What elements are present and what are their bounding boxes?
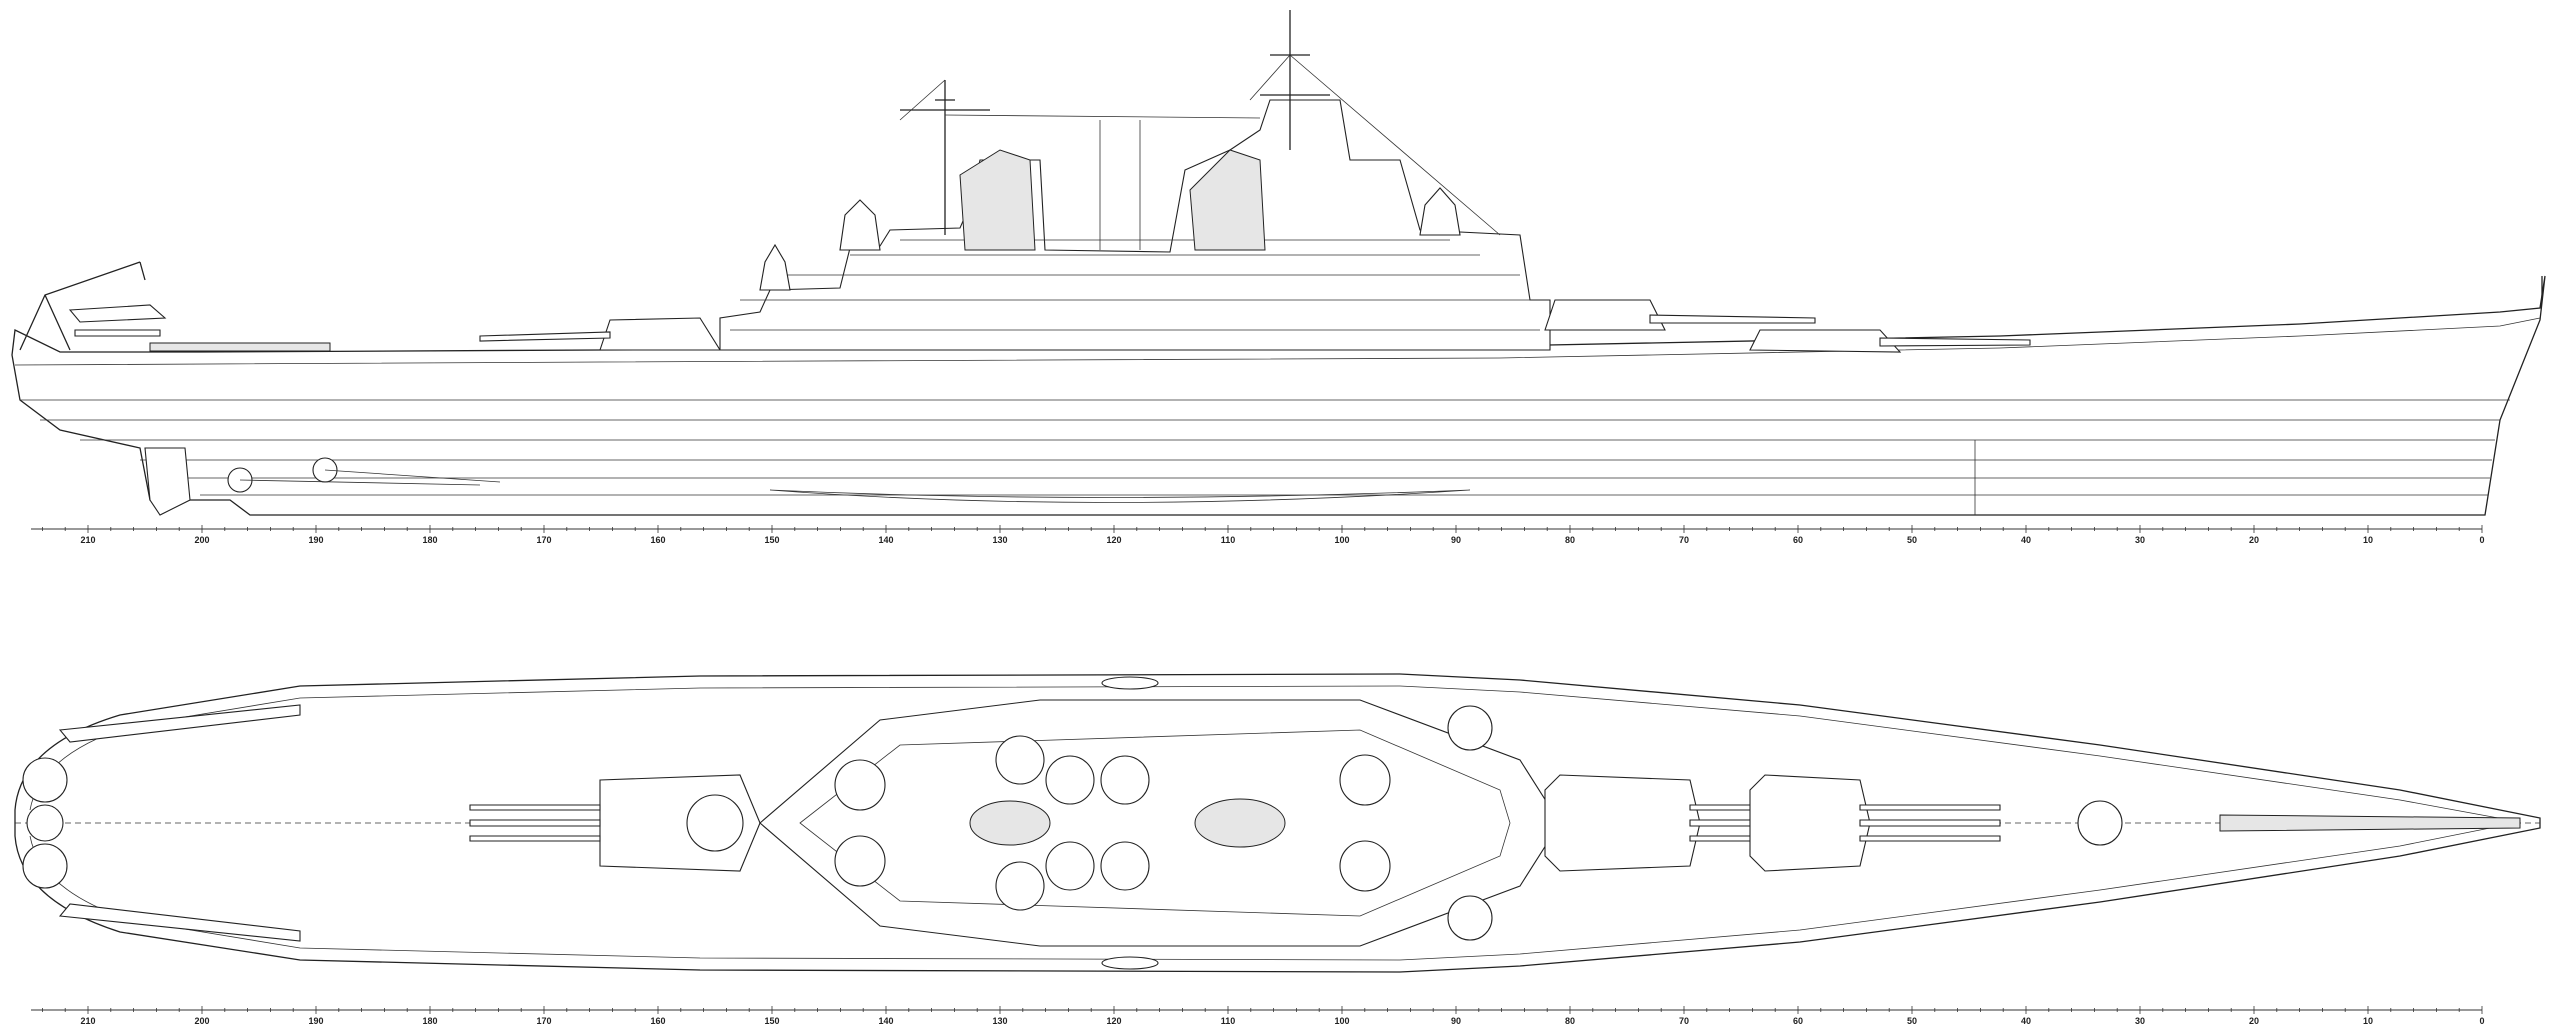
secondary-director (759, 243, 791, 291)
plan-anchor-chain (2219, 814, 2521, 832)
aft-director (839, 199, 881, 251)
turret-one-guns (1879, 337, 2031, 347)
scale-tick-label: 100 (1334, 535, 1349, 545)
scale-tick-label: 190 (308, 1016, 323, 1025)
scale-tick-label: 210 (80, 535, 95, 545)
catapult (149, 342, 331, 352)
scale-tick-label: 120 (1106, 535, 1121, 545)
aft-turret-guns (479, 331, 611, 342)
scale-tick-label: 50 (1907, 535, 1917, 545)
scale-tick-label: 40 (2021, 1016, 2031, 1025)
scale-tick-label: 80 (1565, 535, 1575, 545)
scale-tick-label: 90 (1451, 1016, 1461, 1025)
superstructure-decks (730, 239, 1540, 331)
plan-capstan (2077, 800, 2123, 846)
scale-tick-label: 180 (422, 1016, 437, 1025)
aft-turret (599, 317, 721, 351)
scale-tick-label: 150 (764, 1016, 779, 1025)
plan-crane (58, 704, 301, 942)
scale-tick-label: 110 (1221, 1016, 1236, 1025)
hull-outline (11, 275, 2546, 516)
plan-upper-deck (799, 729, 1511, 917)
scale-tick-label: 110 (1221, 535, 1236, 545)
plan-aft-barbette (686, 794, 744, 852)
armor-belt (769, 489, 1471, 503)
scale-tick-label: 90 (1451, 535, 1461, 545)
rigging (899, 54, 1501, 250)
secondary-mounts (834, 705, 1493, 941)
plan-turret-one (1749, 774, 1871, 872)
floatplane (68, 304, 167, 337)
turret-one (1749, 329, 1902, 353)
aft-funnel (959, 149, 1036, 251)
scale-tick-label: 20 (2249, 1016, 2259, 1025)
plan-aft-funnel (969, 800, 1051, 846)
scale-tick-label: 20 (2249, 535, 2259, 545)
scale-tick-label: 180 (422, 535, 437, 545)
scale-tick-label: 160 (650, 1016, 665, 1025)
plan-hull-outline (14, 673, 2541, 973)
scale-tick-label: 0 (2479, 1016, 2484, 1025)
plan-forward-funnel (1194, 798, 1286, 848)
turret-two (1544, 299, 1666, 331)
scale-tick-label: 200 (194, 535, 209, 545)
plan-floatplane (22, 757, 68, 803)
scale-tick-label: 210 (80, 1016, 95, 1025)
scale-tick-label: 40 (2021, 535, 2031, 545)
scale-tick-label: 60 (1793, 1016, 1803, 1025)
scale-tick-label: 140 (878, 535, 893, 545)
boat (1101, 956, 1159, 970)
scale-tick-label: 0 (2479, 535, 2484, 545)
forward-funnel (1189, 149, 1266, 251)
scale-tick-label: 80 (1565, 1016, 1575, 1025)
boat (1101, 676, 1159, 690)
scale-tick-label: 120 (1106, 1016, 1121, 1025)
plan-turret-two (1544, 774, 1701, 872)
scale-tick-label: 50 (1907, 1016, 1917, 1025)
scale-tick-label: 190 (308, 535, 323, 545)
scale-tick-label: 140 (878, 1016, 893, 1025)
hull-strakes (40, 419, 2500, 496)
scale-tick-label: 10 (2363, 1016, 2373, 1025)
plan-floatplane (26, 804, 64, 842)
main-mast (900, 80, 990, 235)
scale-tick-label: 130 (992, 1016, 1007, 1025)
turret-two-guns (1649, 314, 1816, 324)
scale-tick-label: 30 (2135, 535, 2145, 545)
forward-director (1419, 187, 1461, 236)
scale-tick-label: 150 (764, 535, 779, 545)
scale-tick-label: 30 (2135, 1016, 2145, 1025)
aircraft-crane (19, 261, 146, 351)
plan-turret-one-guns (1859, 804, 2001, 842)
plan-view (14, 673, 2541, 973)
scale-tick-label: 170 (536, 535, 551, 545)
plan-aft-guns (469, 804, 601, 842)
side-profile-view (11, 10, 2546, 516)
scale-tick-label: 60 (1793, 535, 1803, 545)
scale-tick-label: 170 (536, 1016, 551, 1025)
scale-tick-label: 100 (1334, 1016, 1349, 1025)
scale-tick-label: 70 (1679, 1016, 1689, 1025)
scale-tick-label: 10 (2363, 535, 2373, 545)
deck-line (14, 317, 2541, 366)
scale-tick-label: 200 (194, 1016, 209, 1025)
shafts (239, 469, 501, 486)
rudder (144, 447, 191, 516)
scale-tick-label: 160 (650, 535, 665, 545)
scale-tick-label: 130 (992, 535, 1007, 545)
scale-tick-label: 70 (1679, 535, 1689, 545)
plan-floatplane (22, 843, 68, 889)
